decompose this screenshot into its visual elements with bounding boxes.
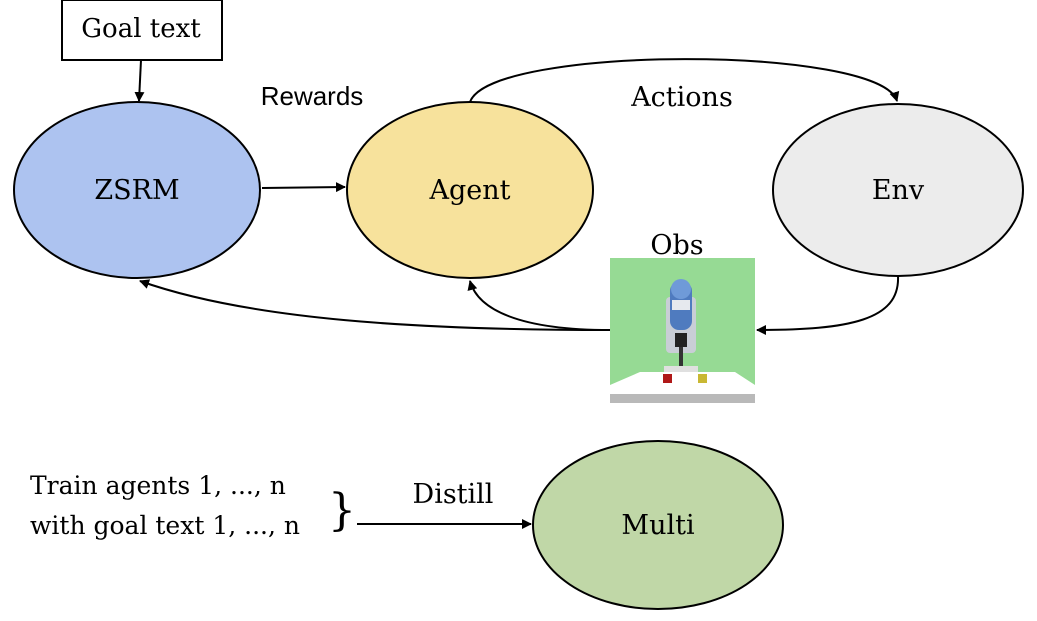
multi-ellipse [532,440,784,610]
arrow-goal-to-zsrm [134,59,145,102]
arrow-obs-to-agent [467,280,611,331]
node-zsrm: ZSRM [13,101,261,279]
zsrm-ellipse [13,101,261,279]
obs-label: Obs [650,230,703,261]
train-text-line1: Train agents 1, ..., n [30,471,286,500]
node-agent: Agent [346,101,594,279]
train-text-block: Train agents 1, ..., n with goal text 1,… [30,471,356,540]
robot-arm-icon [663,279,707,383]
goal-text-label: Goal text [81,14,201,44]
arrow-obs-to-zsrm [139,279,611,331]
rewards-label: Rewards [261,81,364,111]
actions-label: Actions [630,82,733,113]
node-multi: Multi [532,440,784,610]
obs-image [610,258,755,403]
arrow-zsrm-to-agent [261,182,346,193]
arrow-agent-to-env [469,58,900,103]
node-env: Env [772,103,1024,277]
train-text-brace: } [328,485,356,536]
goal-text-box: Goal text [61,0,223,61]
train-text-line2: with goal text 1, ..., n [30,511,300,540]
zsrm-label: ZSRM [94,175,179,206]
agent-label: Agent [429,175,511,206]
distill-label: Distill [413,479,494,510]
arrow-env-to-obs [756,275,900,335]
env-label: Env [872,175,925,206]
multi-label: Multi [621,510,695,541]
